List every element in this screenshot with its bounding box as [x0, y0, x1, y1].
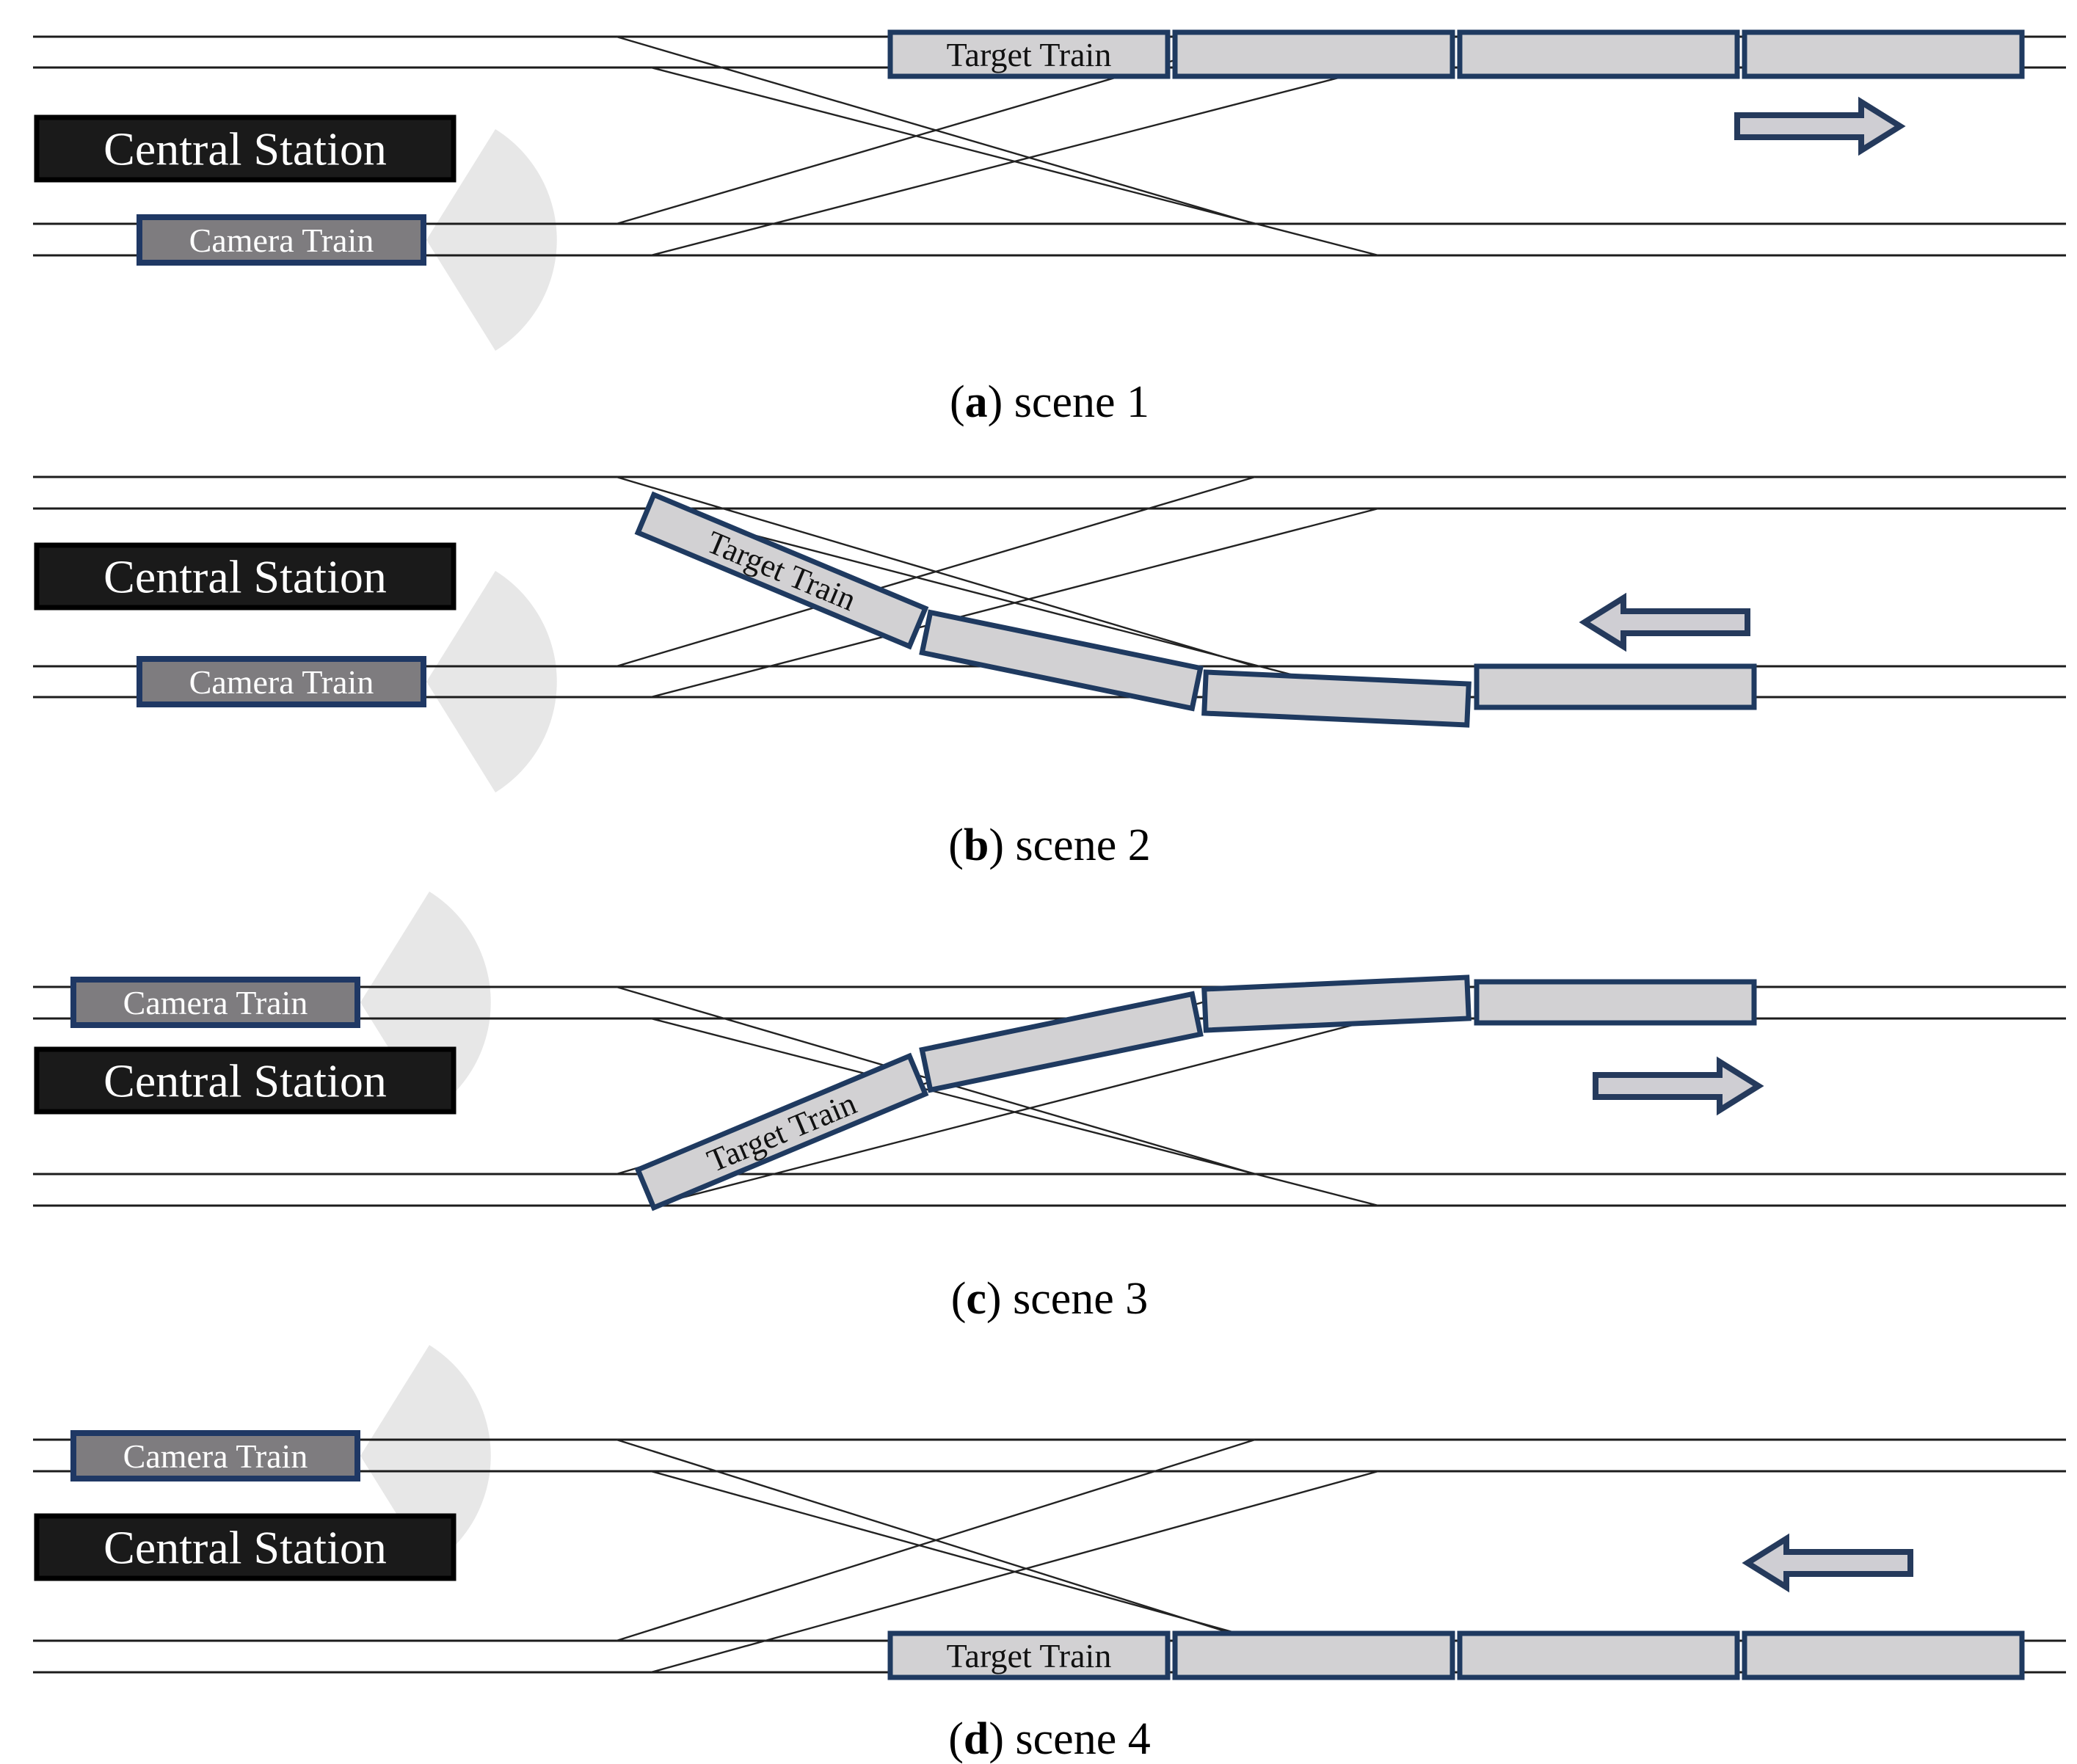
- crossover-rail: [616, 475, 1256, 668]
- scene-3: Central Station Target Train Camera Train (…: [33, 892, 2066, 1324]
- target-train-car: [1172, 1630, 1455, 1680]
- central-station-box: [34, 114, 456, 183]
- target-train-car: [1742, 1630, 2025, 1680]
- central-station-box: [34, 1513, 456, 1581]
- central-station-label: Central Station: [103, 1055, 387, 1107]
- target-train-car: [919, 991, 1204, 1093]
- central-station-box: [34, 1046, 456, 1115]
- crossover-rail: [650, 1017, 1379, 1207]
- caption-paren-open: (: [951, 1274, 967, 1324]
- caption-paren-open: (: [948, 1714, 964, 1764]
- camera-train-box: [70, 977, 360, 1028]
- crossover-rail: [650, 66, 1379, 257]
- scene-caption: (b) scene 2: [948, 820, 1150, 870]
- left-arrow-icon: [1742, 1533, 1913, 1593]
- target-train-car: [1201, 669, 1472, 728]
- caption-letter: b: [964, 820, 989, 870]
- target-train-car: [1457, 29, 1740, 79]
- camera-train-label: Camera Train: [189, 663, 374, 701]
- target-train-car: [634, 491, 929, 650]
- caption-paren-open: (: [950, 377, 965, 427]
- camera-train-box: [137, 214, 426, 266]
- camera-fov-wedge-icon: [426, 571, 557, 792]
- target-train-car-group: [1474, 663, 1757, 710]
- target-train-car: [1742, 29, 2025, 79]
- target-train-car-group: [1201, 974, 1472, 1033]
- scene-caption: (a) scene 1: [950, 377, 1149, 427]
- central-station-label: Central Station: [103, 1522, 387, 1574]
- central-station-label: Central Station: [103, 123, 387, 175]
- central-station-box: [34, 542, 456, 611]
- target-train-car: [1474, 979, 1757, 1026]
- right-arrow-icon: [1593, 1056, 1764, 1116]
- caption-letter: a: [965, 377, 988, 427]
- right-arrow-icon: [1734, 96, 1906, 156]
- caption-letter: d: [964, 1714, 989, 1764]
- camera-fov-wedge-icon: [360, 1345, 491, 1567]
- target-train-car: [1474, 663, 1757, 710]
- target-train-label: Target Train: [947, 1637, 1112, 1674]
- target-train-car-group: [919, 991, 1204, 1093]
- scene-caption: (d) scene 4: [948, 1714, 1150, 1764]
- crossover-rail: [650, 507, 1379, 699]
- target-train-car-group: [1201, 669, 1472, 728]
- target-train-car-group: Target Train: [634, 491, 929, 650]
- caption-text: ) scene 4: [989, 1714, 1150, 1764]
- target-train-car-group: [1474, 979, 1757, 1026]
- camera-train-box: [70, 1430, 360, 1481]
- camera-fov-wedge-icon: [360, 892, 491, 1113]
- target-train-car-group: [919, 609, 1204, 712]
- caption-paren-open: (: [948, 820, 964, 870]
- camera-train-label: Camera Train: [123, 1437, 308, 1475]
- target-train-label: Target Train: [947, 36, 1112, 73]
- target-train-car: [1201, 974, 1472, 1033]
- crossover-rail: [650, 1470, 1379, 1674]
- target-train-car: [634, 1052, 929, 1211]
- target-train-car-group: Target Train: [634, 1052, 929, 1211]
- target-train-car: [1457, 1630, 1740, 1680]
- camera-fov-wedge-icon: [426, 129, 557, 351]
- target-train-car: [887, 29, 1171, 79]
- scene-caption: (c) scene 3: [951, 1274, 1149, 1324]
- caption-text: ) scene 1: [988, 377, 1149, 427]
- camera-train-label: Camera Train: [189, 222, 374, 259]
- caption-letter: c: [966, 1274, 986, 1324]
- camera-train-box: [137, 656, 426, 707]
- target-train-car: [887, 1630, 1171, 1680]
- central-station-label: Central Station: [103, 551, 387, 603]
- camera-train-label: Camera Train: [123, 984, 308, 1021]
- crossover-rail: [616, 1438, 1256, 1642]
- left-arrow-icon: [1579, 592, 1750, 652]
- target-train-car: [919, 609, 1204, 712]
- caption-text: ) scene 3: [986, 1274, 1148, 1324]
- caption-text: ) scene 2: [989, 820, 1150, 870]
- target-train-car: [1172, 29, 1455, 79]
